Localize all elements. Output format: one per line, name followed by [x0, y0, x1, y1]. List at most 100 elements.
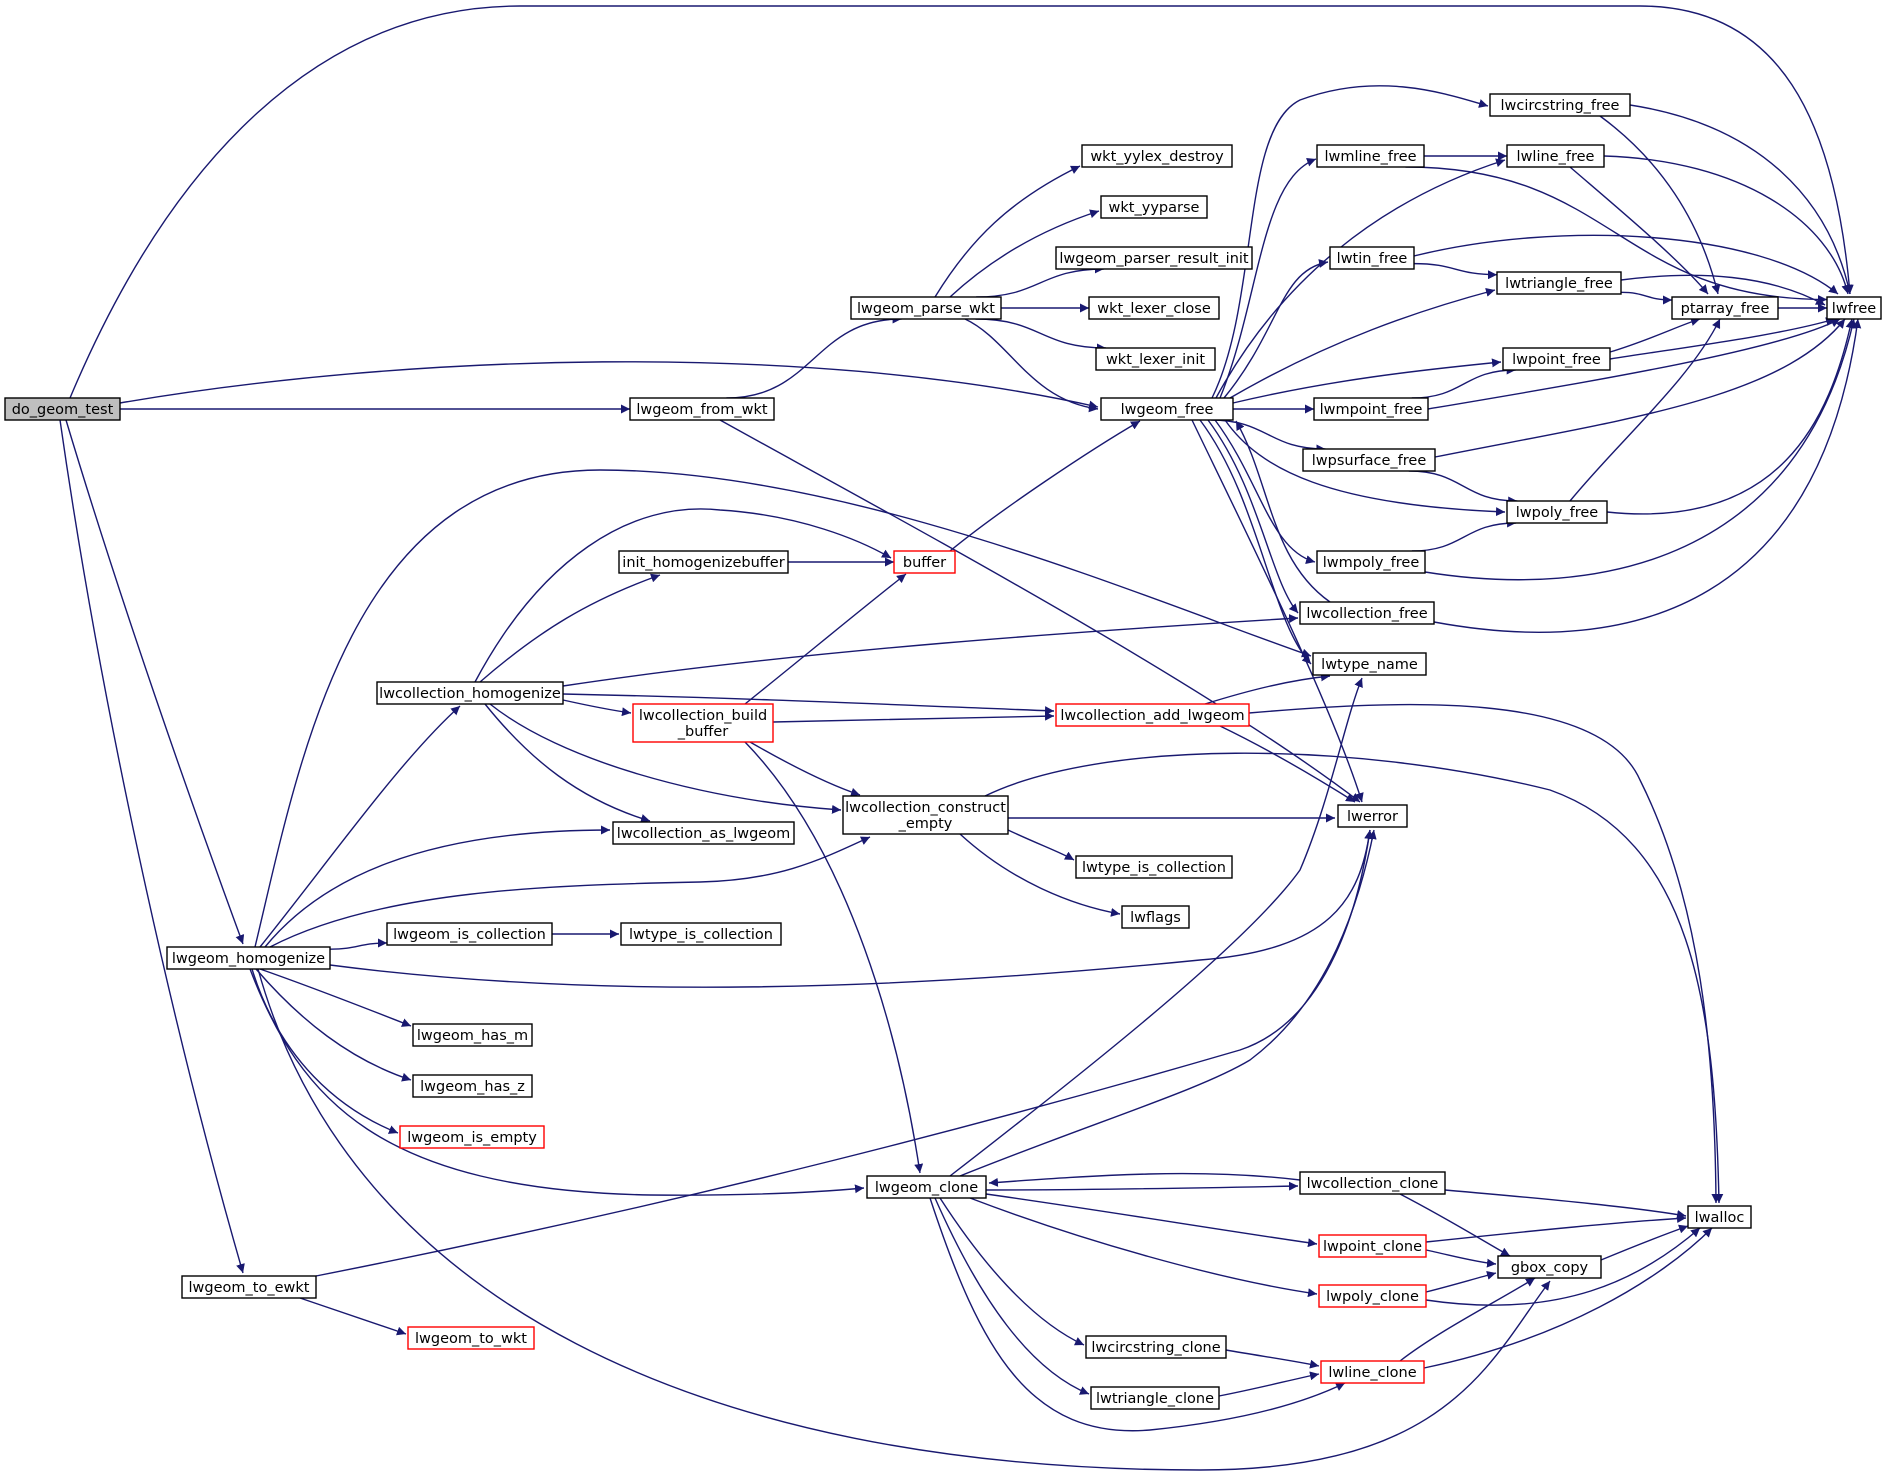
- node-lwline-free[interactable]: lwline_free: [1506, 144, 1605, 168]
- node-init-homogenizebuffer[interactable]: init_homogenizebuffer: [618, 550, 789, 574]
- node-wkt-yyparse[interactable]: wkt_yyparse: [1100, 195, 1208, 219]
- node-lwgeom-to-wkt[interactable]: lwgeom_to_wkt: [407, 1326, 535, 1350]
- node-label: lwgeom_clone: [875, 1180, 978, 1196]
- node-label: lwcircstring_free: [1501, 98, 1620, 114]
- node-label: lwgeom_has_z: [420, 1079, 525, 1095]
- node-lwerror[interactable]: lwerror: [1337, 804, 1408, 828]
- node-box: [1502, 347, 1611, 371]
- node-lwcollection-construct-empty[interactable]: lwcollection_construct_empty: [842, 795, 1009, 835]
- edge-lwgeom_free-to-lwmpoly_free: [1214, 419, 1316, 565]
- node-label: lwgeom_is_empty: [407, 1130, 537, 1146]
- node-lwcollection-clone[interactable]: lwcollection_clone: [1299, 1171, 1446, 1195]
- node-wkt-yylex-destroy[interactable]: wkt_yylex_destroy: [1081, 144, 1233, 168]
- node-box: [1318, 1284, 1427, 1308]
- node-lwmpoint-free[interactable]: lwmpoint_free: [1313, 397, 1429, 421]
- node-lwpoint-clone[interactable]: lwpoint_clone: [1318, 1234, 1427, 1258]
- node-lwtriangle-free[interactable]: lwtriangle_free: [1496, 271, 1622, 295]
- edge-lwmpoint_free-to-lwfree: [1427, 318, 1841, 410]
- node-box: [1313, 397, 1429, 421]
- node-gbox-copy[interactable]: gbox_copy: [1497, 1255, 1602, 1279]
- node-lwmline-free[interactable]: lwmline_free: [1316, 144, 1425, 168]
- node-lwgeom-has-z[interactable]: lwgeom_has_z: [412, 1074, 533, 1098]
- node-label: gbox_copy: [1511, 1260, 1589, 1276]
- node-lwgeom-to-ewkt[interactable]: lwgeom_to_ewkt: [181, 1275, 317, 1299]
- node-lwgeom-has-m[interactable]: lwgeom_has_m: [412, 1023, 533, 1047]
- node-label: lwcollection_clone: [1307, 1176, 1439, 1192]
- node-lwfree[interactable]: lwfree: [1826, 296, 1882, 320]
- node-lwpoint-free[interactable]: lwpoint_free: [1502, 347, 1611, 371]
- node-lwpsurface-free[interactable]: lwpsurface_free: [1302, 448, 1436, 472]
- node-box: [386, 922, 553, 946]
- node-label: lwgeom_is_collection: [393, 927, 546, 943]
- node-label: lwgeom_from_wkt: [636, 402, 768, 418]
- node-box: [1320, 1360, 1425, 1384]
- node-label: lwgeom_to_ewkt: [189, 1280, 310, 1296]
- node-lwtype-is-collection-b[interactable]: lwtype_is_collection: [620, 922, 782, 946]
- node-lwgeom-clone[interactable]: lwgeom_clone: [866, 1175, 987, 1199]
- node-wkt-lexer-init[interactable]: wkt_lexer_init: [1095, 347, 1216, 371]
- node-label: lwpoint_free: [1512, 352, 1601, 368]
- node-lwcollection-build-buffer[interactable]: lwcollection_build_buffer: [632, 703, 774, 743]
- node-box: [1081, 144, 1233, 168]
- edge-lwcollection_build_buffer-to-lwgeom_clone: [744, 741, 924, 1174]
- node-lwtin-free[interactable]: lwtin_free: [1329, 246, 1415, 270]
- node-lwcollection-add-lwgeom[interactable]: lwcollection_add_lwgeom: [1055, 703, 1250, 727]
- node-lwmpoly-free[interactable]: lwmpoly_free: [1316, 550, 1426, 574]
- node-box: [1671, 296, 1779, 320]
- edge-buffer-to-lwgeom_free: [949, 420, 1141, 552]
- edge-lwgeom_homogenize-to-lwtype_name: [254, 469, 1312, 948]
- node-lwcircstring-clone[interactable]: lwcircstring_clone: [1085, 1335, 1227, 1359]
- edge-lwgeom_free-to-lwtin_free: [1223, 259, 1329, 399]
- edge-lwline_clone-to-gbox_copy: [1399, 1277, 1536, 1362]
- edge-lwgeom_clone-to-lwcircstring_clone: [939, 1197, 1085, 1346]
- node-label: lwgeom_free: [1121, 402, 1214, 418]
- node-lwtriangle-clone[interactable]: lwtriangle_clone: [1090, 1386, 1220, 1410]
- node-lwcircstring-free[interactable]: lwcircstring_free: [1489, 93, 1631, 117]
- node-lwgeom-parser-result-init[interactable]: lwgeom_parser_result_init: [1055, 246, 1253, 270]
- edge-lwgeom_homogenize-to-lwcollection_as_lwgeom: [264, 825, 611, 948]
- node-box: [181, 1275, 317, 1299]
- node-lwgeom-free[interactable]: lwgeom_free: [1100, 397, 1234, 421]
- node-lwcollection-as-lwgeom[interactable]: lwcollection_as_lwgeom: [612, 821, 795, 845]
- edge-lwgeom_clone-to-lwerror: [959, 829, 1377, 1177]
- node-lwcollection-homogenize[interactable]: lwcollection_homogenize: [376, 681, 564, 705]
- node-lwflags[interactable]: lwflags: [1121, 905, 1190, 929]
- node-ptarray-free[interactable]: ptarray_free: [1671, 296, 1779, 320]
- node-box: [893, 550, 956, 574]
- edge-lwcollection_homogenize-to-lwcollection_construct_empty: [489, 703, 842, 814]
- node-lwcollection-free[interactable]: lwcollection_free: [1299, 601, 1435, 625]
- node-lwgeom-parse-wkt[interactable]: lwgeom_parse_wkt: [850, 296, 1002, 320]
- node-lwgeom-homogenize[interactable]: lwgeom_homogenize: [166, 946, 331, 970]
- node-box: [376, 681, 564, 705]
- node-lwtype-is-collection-a[interactable]: lwtype_is_collection: [1075, 855, 1233, 879]
- edge-lwpoint_clone-to-lwalloc: [1425, 1214, 1687, 1243]
- edge-lwgeom_to_ewkt-to-lwgeom_to_wkt: [299, 1297, 407, 1336]
- node-lwgeom-is-empty[interactable]: lwgeom_is_empty: [399, 1125, 545, 1149]
- node-label: lwmline_free: [1324, 149, 1416, 165]
- edge-lwpoint_clone-to-gbox_copy: [1425, 1249, 1497, 1268]
- node-buffer[interactable]: buffer: [893, 550, 956, 574]
- node-wkt-lexer-close[interactable]: wkt_lexer_close: [1088, 296, 1220, 320]
- edge-lwcollection_homogenize-to-lwcollection_add_lwgeom: [562, 693, 1055, 716]
- node-label: init_homogenizebuffer: [622, 555, 784, 571]
- node-lwline-clone[interactable]: lwline_clone: [1320, 1360, 1425, 1384]
- node-label: lwcollection_as_lwgeom: [617, 826, 790, 842]
- edge-do_geom_test-to-lwfree: [69, 5, 1854, 399]
- edge-lwpsurface_free-to-lwfree: [1434, 318, 1846, 458]
- node-lwtype-name[interactable]: lwtype_name: [1312, 652, 1427, 676]
- node-lwpoly-clone[interactable]: lwpoly_clone: [1318, 1284, 1427, 1308]
- node-lwgeom-from-wkt[interactable]: lwgeom_from_wkt: [629, 397, 775, 421]
- edge-lwmpoly_free-to-lwfree: [1424, 318, 1857, 581]
- node-do-geom-test[interactable]: do_geom_test: [4, 397, 121, 421]
- edge-gbox_copy-to-lwalloc: [1600, 1224, 1689, 1261]
- edge-lwgeom_clone-to-lwtype_name: [949, 677, 1363, 1177]
- node-box: [1687, 1205, 1752, 1229]
- node-box: [1316, 144, 1425, 168]
- edge-lwcircstring_free-to-ptarray_free: [1599, 115, 1721, 295]
- node-lwalloc[interactable]: lwalloc: [1687, 1205, 1752, 1229]
- edge-lwcollection_add_lwgeom-to-lwtype_name: [1204, 672, 1331, 705]
- edge-lwgeom_clone-to-lwline_clone: [929, 1197, 1346, 1432]
- node-lwgeom-is-collection[interactable]: lwgeom_is_collection: [386, 922, 553, 946]
- node-lwpoly-free[interactable]: lwpoly_free: [1506, 500, 1608, 524]
- edge-do_geom_test-to-lwgeom_homogenize: [65, 419, 245, 945]
